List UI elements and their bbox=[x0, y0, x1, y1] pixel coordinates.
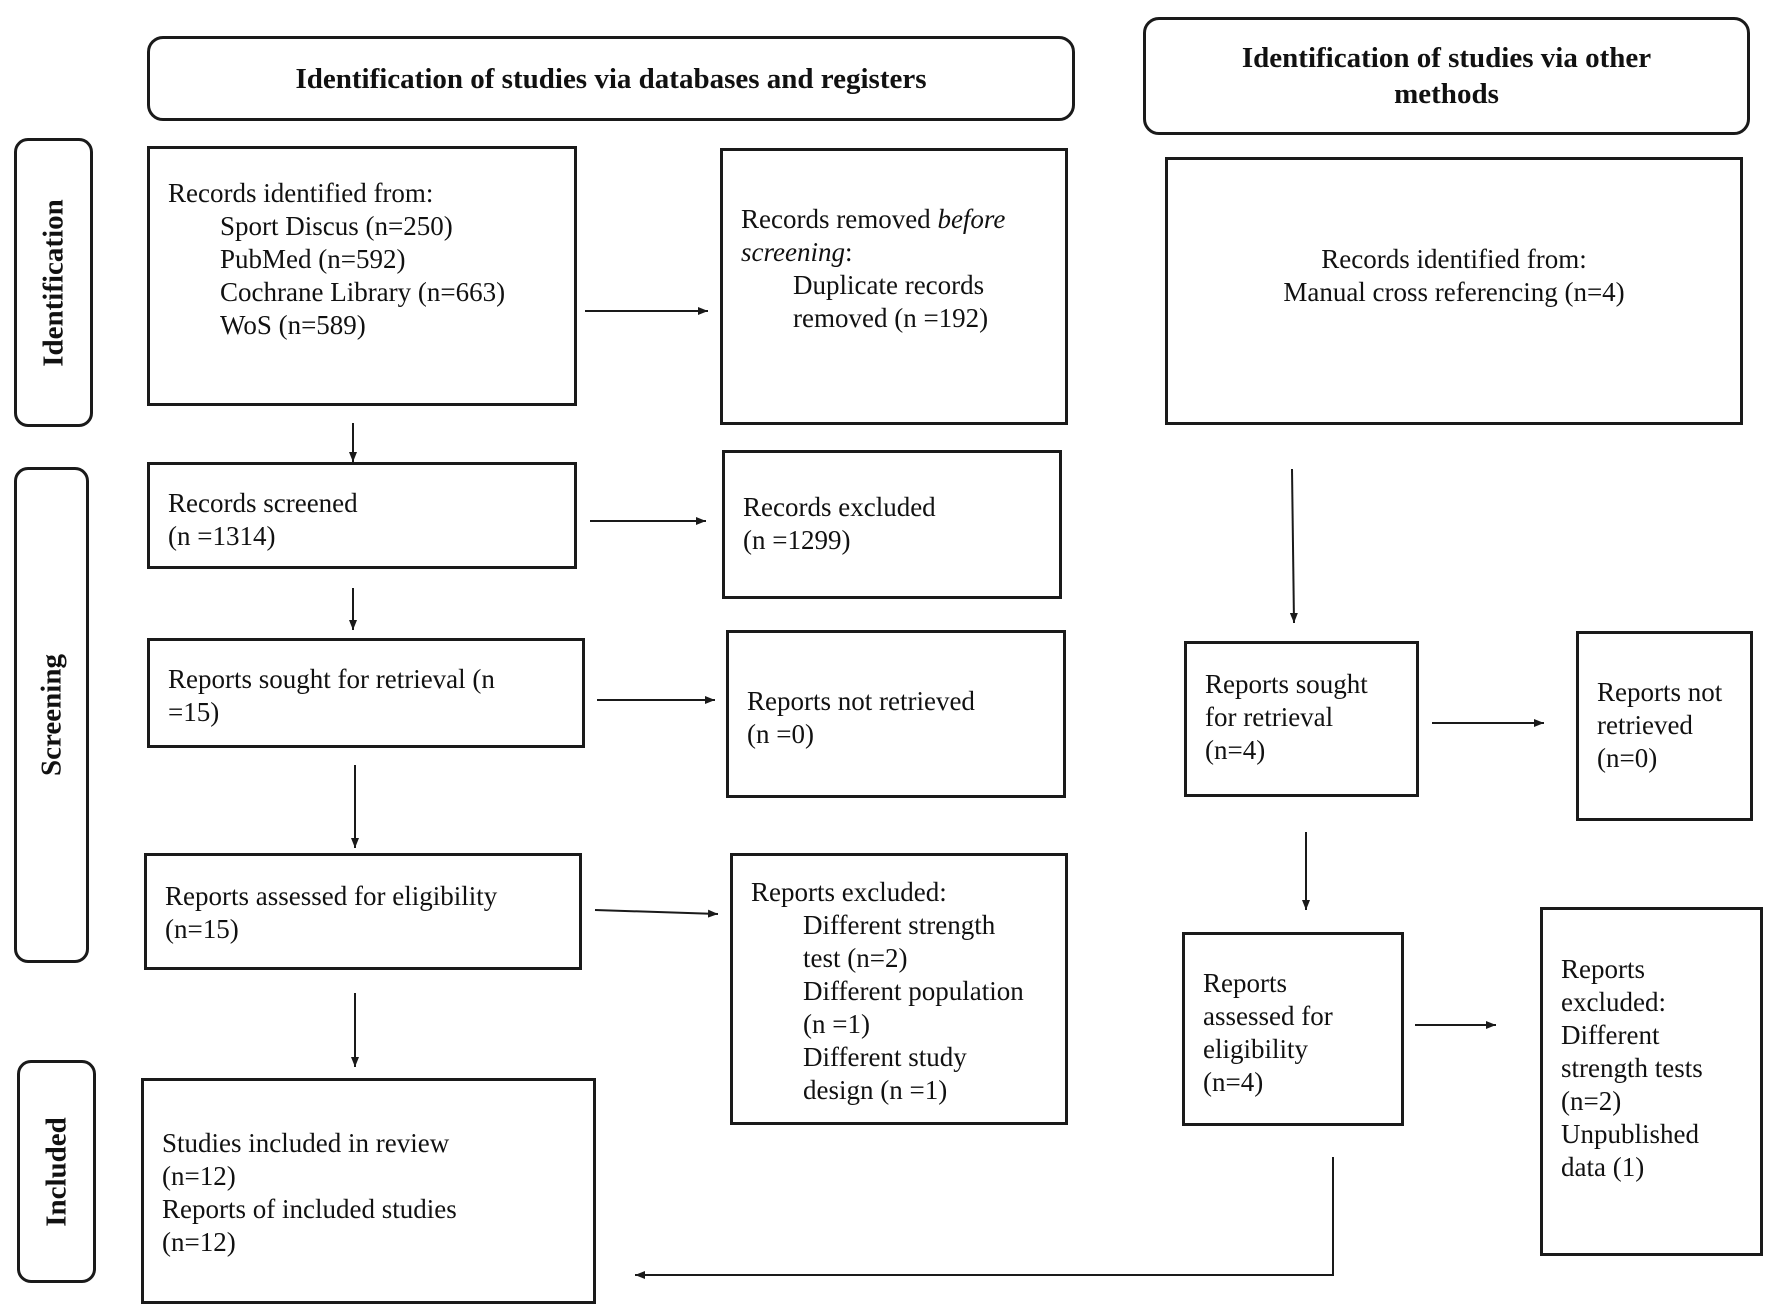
source-item: WoS (n=589) bbox=[220, 310, 366, 340]
box-reports-excluded: Reports excluded: Different strength tes… bbox=[730, 853, 1068, 1125]
other-excluded-line: Unpublished bbox=[1561, 1119, 1699, 1149]
studies-included-line: (n=12) bbox=[162, 1227, 236, 1257]
other-sought-line: for retrieval bbox=[1205, 702, 1334, 732]
records-removed-heading: Records removed before bbox=[741, 204, 1006, 234]
header-other-line2: methods bbox=[1394, 78, 1499, 110]
records-removed-line2: removed (n =192) bbox=[793, 303, 989, 333]
other-excluded-line: excluded: bbox=[1561, 987, 1666, 1017]
box-other-not-retrieved: Reports not retrieved (n=0) bbox=[1576, 631, 1753, 821]
records-identified-title: Records identified from: bbox=[168, 178, 434, 208]
studies-included-line: (n=12) bbox=[162, 1161, 236, 1191]
box-reports-assessed: Reports assessed for eligibility (n=15) bbox=[144, 853, 582, 970]
box-studies-included: Studies included in review (n=12) Report… bbox=[141, 1078, 596, 1304]
reports-excluded-line: test (n=2) bbox=[803, 943, 908, 973]
other-identified-line2: Manual cross referencing (n=4) bbox=[1283, 277, 1625, 307]
other-excluded-line: (n=2) bbox=[1561, 1086, 1622, 1116]
box-other-reports-excluded: Reports excluded: Different strength tes… bbox=[1540, 907, 1763, 1256]
box-records-removed: Records removed before screening: Duplic… bbox=[720, 148, 1068, 425]
box-records-screened: Records screened (n =1314) bbox=[147, 462, 577, 569]
reports-excluded-title: Reports excluded: bbox=[751, 877, 947, 907]
records-removed-line1: Duplicate records bbox=[793, 270, 985, 300]
other-not-retrieved-line: retrieved bbox=[1597, 710, 1693, 740]
other-assessed-line: eligibility bbox=[1203, 1034, 1308, 1064]
reports-not-retrieved-line1: Reports not retrieved bbox=[747, 686, 975, 716]
other-assessed-line: assessed for bbox=[1203, 1001, 1333, 1031]
stage-screening-label: Screening bbox=[35, 654, 67, 776]
other-identified-line1: Records identified from: bbox=[1321, 244, 1587, 274]
box-reports-sought: Reports sought for retrieval (n =15) bbox=[147, 638, 585, 748]
box-records-excluded: Records excluded (n =1299) bbox=[722, 450, 1062, 599]
other-excluded-line: strength tests bbox=[1561, 1053, 1703, 1083]
source-item: Sport Discus (n=250) bbox=[220, 211, 453, 241]
records-excluded-line2: (n =1299) bbox=[743, 525, 851, 555]
box-other-reports-assessed: Reports assessed for eligibility (n=4) bbox=[1182, 932, 1404, 1126]
stage-included-label: Included bbox=[40, 1116, 72, 1227]
box-other-records-identified: Records identified from: Manual cross re… bbox=[1165, 157, 1743, 425]
box-records-identified: Records identified from: Sport Discus (n… bbox=[147, 146, 577, 406]
stage-identification: Identification bbox=[14, 138, 93, 427]
stage-included: Included bbox=[17, 1060, 96, 1283]
stage-screening: Screening bbox=[14, 467, 89, 963]
records-screened-line1: Records screened bbox=[168, 488, 358, 518]
other-not-retrieved-line: (n=0) bbox=[1597, 743, 1658, 773]
records-excluded-line1: Records excluded bbox=[743, 492, 936, 522]
other-not-retrieved-line: Reports not bbox=[1597, 677, 1723, 707]
reports-excluded-line: (n =1) bbox=[803, 1009, 870, 1039]
source-item: Cochrane Library (n=663) bbox=[220, 277, 506, 307]
other-sought-line: Reports sought bbox=[1205, 669, 1368, 699]
other-sought-line: (n=4) bbox=[1205, 735, 1266, 765]
arrow-other-identified-to-sought bbox=[1289, 468, 1298, 624]
studies-included-line: Reports of included studies bbox=[162, 1194, 457, 1224]
reports-excluded-line: design (n =1) bbox=[803, 1075, 948, 1105]
studies-included-line: Studies included in review bbox=[162, 1128, 450, 1158]
other-excluded-line: Different bbox=[1561, 1020, 1660, 1050]
reports-sought-line2: =15) bbox=[168, 697, 220, 727]
other-assessed-line: Reports bbox=[1203, 968, 1287, 998]
reports-assessed-line2: (n=15) bbox=[165, 914, 239, 944]
other-excluded-line: data (1) bbox=[1561, 1152, 1645, 1182]
box-reports-not-retrieved: Reports not retrieved (n =0) bbox=[726, 630, 1066, 798]
arrow-assessed-to-excluded bbox=[594, 909, 719, 918]
header-databases: Identification of studies via databases … bbox=[147, 36, 1075, 121]
arrow-other-assessed-to-included bbox=[635, 1157, 1334, 1279]
reports-sought-line1: Reports sought for retrieval (n bbox=[168, 664, 495, 694]
other-excluded-line: Reports bbox=[1561, 954, 1645, 984]
reports-excluded-line: Different study bbox=[803, 1042, 967, 1072]
header-other-line1: Identification of studies via other bbox=[1241, 42, 1652, 74]
header-databases-text: Identification of studies via databases … bbox=[295, 62, 927, 95]
stage-identification-label: Identification bbox=[37, 198, 69, 367]
reports-excluded-line: Different population bbox=[803, 976, 1024, 1006]
reports-excluded-line: Different strength bbox=[803, 910, 996, 940]
box-other-reports-sought: Reports sought for retrieval (n=4) bbox=[1184, 641, 1419, 797]
other-assessed-line: (n=4) bbox=[1203, 1067, 1264, 1097]
reports-assessed-line1: Reports assessed for eligibility bbox=[165, 881, 498, 911]
records-screened-line2: (n =1314) bbox=[168, 521, 276, 551]
header-other-methods: Identification of studies via other meth… bbox=[1143, 17, 1750, 135]
reports-not-retrieved-line2: (n =0) bbox=[747, 719, 814, 749]
source-item: PubMed (n=592) bbox=[220, 244, 406, 274]
records-removed-heading-cont: screening: bbox=[741, 237, 853, 267]
